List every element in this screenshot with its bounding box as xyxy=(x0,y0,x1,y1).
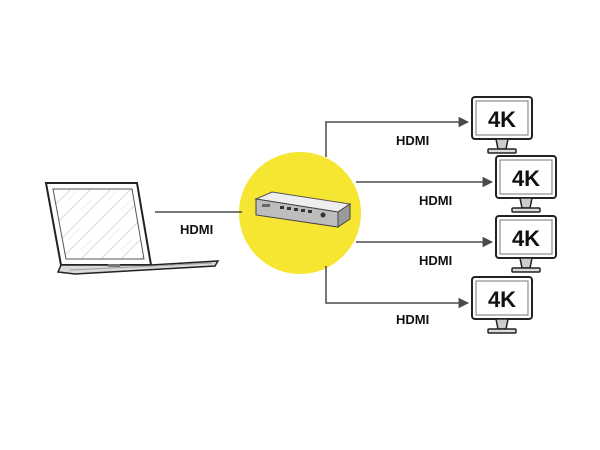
monitor-icon: 4K xyxy=(471,96,533,154)
monitor-icon: 4K xyxy=(495,215,557,273)
output-1-label: HDMI xyxy=(396,133,429,148)
output-line-4 xyxy=(325,266,470,309)
monitor-badge: 4K xyxy=(512,226,540,251)
monitor-badge: 4K xyxy=(488,107,516,132)
monitor-badge: 4K xyxy=(488,287,516,312)
splitter-leds xyxy=(280,206,326,218)
connection-lines xyxy=(155,116,494,309)
output-line-1 xyxy=(325,116,470,157)
output-4-label: HDMI xyxy=(396,312,429,327)
output-2-label: HDMI xyxy=(419,193,452,208)
laptop-icon xyxy=(44,182,220,275)
laptop-link-label: HDMI xyxy=(180,222,213,237)
laptop-screen xyxy=(52,188,145,260)
splitter-side xyxy=(337,203,351,228)
monitor-icon: 4K xyxy=(471,276,533,334)
hdmi-splitter-icon xyxy=(254,191,352,228)
monitor-badge: 4K xyxy=(512,166,540,191)
output-3-label: HDMI xyxy=(419,253,452,268)
monitor-icon: 4K xyxy=(495,155,557,213)
